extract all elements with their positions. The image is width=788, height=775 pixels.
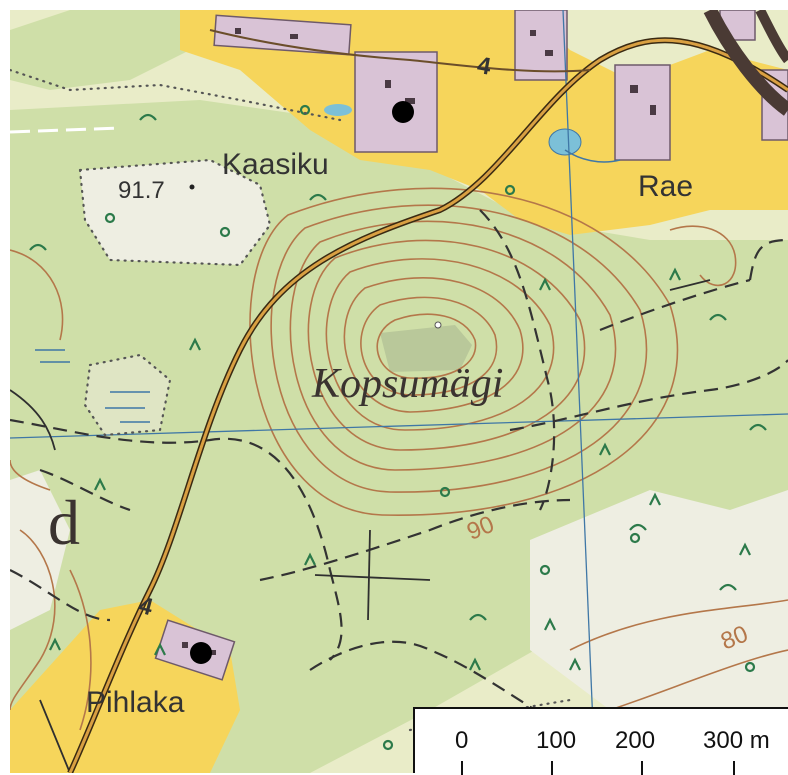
scale-label-200: 200 — [615, 727, 656, 754]
location-marker-kaasiku[interactable] — [392, 101, 414, 123]
grid-lines — [10, 10, 788, 773]
label-letter-d: d — [48, 487, 80, 558]
highway — [703, 10, 788, 116]
white-line — [10, 126, 121, 134]
scale-tick — [551, 761, 553, 775]
scale-tick — [733, 761, 735, 775]
label-rae: Rae — [638, 170, 693, 203]
highway — [755, 10, 788, 64]
open-area — [80, 160, 270, 265]
summit-marker — [434, 321, 442, 329]
settlement-area-top — [180, 10, 788, 235]
main-road-fill — [68, 38, 788, 773]
label-pihlaka: Pihlaka — [86, 686, 185, 719]
spot-height-marker — [189, 184, 195, 190]
hilltop-field — [380, 325, 472, 372]
scale-label-300m: 300 m — [703, 727, 770, 754]
label-kopsumagi: Kopsumägi — [311, 361, 503, 407]
scale-tick — [461, 761, 463, 775]
settlement-road — [209, 29, 591, 73]
scale-bar: 0 100 200 300 m — [413, 707, 788, 775]
topographic-map[interactable]: Kaasiku Rae Pihlaka Kopsumägi d 91.7 90 … — [10, 10, 788, 773]
label-spot-height: 91.7 — [118, 177, 165, 204]
contour-lines — [10, 187, 788, 731]
scale-label-100: 100 — [536, 727, 577, 754]
vegetation-symbols — [29, 104, 767, 756]
scale-label-0: 0 — [455, 727, 469, 754]
open-area — [10, 470, 70, 630]
building-details — [182, 28, 656, 655]
pond — [324, 104, 352, 116]
pond — [548, 128, 582, 156]
trails — [10, 279, 711, 773]
forest-area — [10, 10, 210, 90]
open-area — [530, 490, 788, 710]
marsh-area — [85, 355, 170, 435]
label-road-number-top: 4 — [475, 52, 493, 81]
label-kaasiku: Kaasiku — [222, 148, 329, 181]
marsh-symbols — [35, 349, 150, 423]
location-marker-pihlaka[interactable] — [190, 642, 212, 664]
scale-tick — [641, 761, 643, 775]
